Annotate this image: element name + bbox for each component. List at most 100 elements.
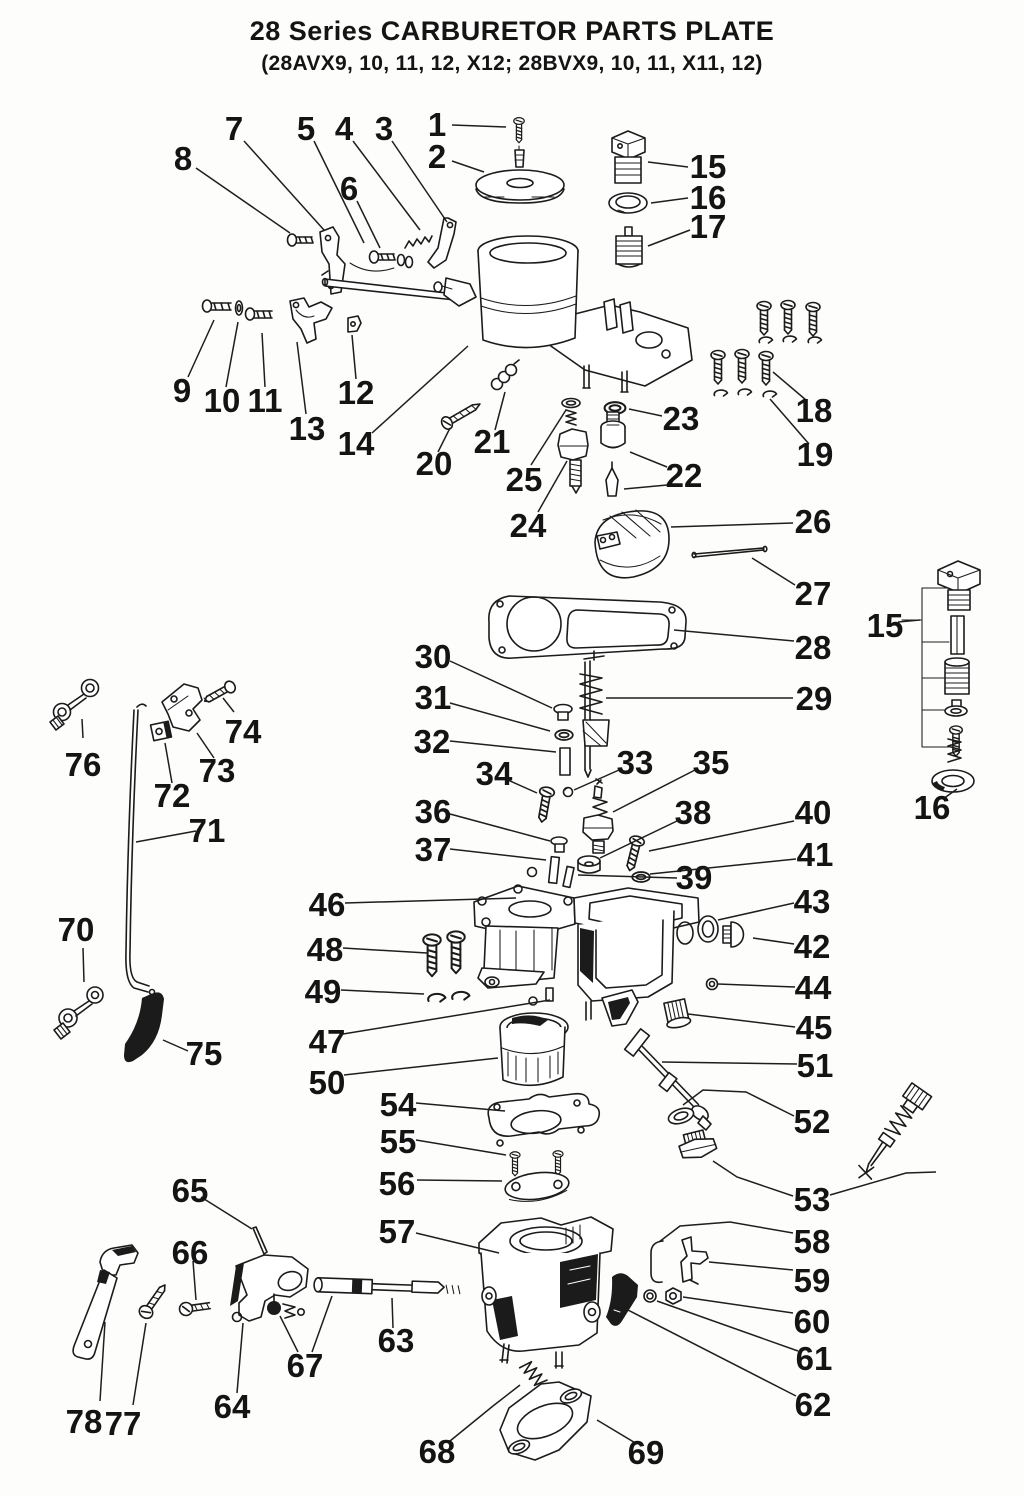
leader-line-53	[829, 1171, 937, 1196]
callout-15: 15	[867, 607, 904, 644]
part-screw-77	[138, 1284, 166, 1320]
callout-31: 31	[415, 679, 452, 716]
leader-line-10	[225, 321, 239, 388]
callout-40: 40	[795, 794, 832, 831]
callout-14: 14	[338, 425, 375, 462]
callout-38: 38	[675, 794, 712, 831]
leader-line-46	[344, 897, 517, 904]
leader-line-16	[650, 197, 689, 204]
callout-77: 77	[105, 1405, 142, 1442]
part-pin-39	[562, 865, 575, 889]
part-pump-plunger	[579, 650, 610, 778]
leader-line-22	[629, 451, 668, 468]
part-ring-44	[705, 977, 719, 991]
part-idle-mixture-needle	[858, 1082, 933, 1180]
part-link-70	[53, 986, 104, 1040]
part-inlet-washer	[697, 915, 719, 943]
callout-66: 66	[172, 1234, 209, 1271]
part-air-horn	[433, 235, 693, 393]
part-float-pin	[691, 545, 768, 559]
part-choke-lever-75	[124, 992, 164, 1063]
callout-16: 16	[690, 179, 727, 216]
callout-41: 41	[797, 836, 834, 873]
callout-46: 46	[309, 886, 346, 923]
callout-5: 5	[297, 110, 315, 147]
callout-8: 8	[174, 140, 192, 177]
leader-line-35	[612, 769, 696, 813]
part-washer-spring-25	[561, 397, 581, 426]
leader-line-76	[81, 718, 84, 739]
callout-59: 59	[794, 1262, 831, 1299]
part-throttle-lever-cluster	[286, 217, 459, 302]
leader-line-63	[391, 1297, 394, 1329]
callout-49: 49	[305, 973, 342, 1010]
part-bowl-cover-gasket	[488, 595, 687, 659]
callout-21: 21	[474, 423, 511, 460]
leader-line-61	[656, 1300, 799, 1352]
leader-line-9	[187, 319, 215, 378]
part-pump-bracket	[230, 1254, 309, 1323]
page-subtitle: (28AVX9, 10, 11, 12, X12; 28BVX9, 10, 11…	[261, 52, 763, 75]
leader-line-5	[313, 140, 365, 244]
callout-52: 52	[794, 1103, 831, 1140]
part-discharge-screw	[533, 785, 556, 825]
leader-line-62	[625, 1308, 797, 1397]
callout-30: 30	[415, 638, 452, 675]
callout-44: 44	[795, 969, 832, 1006]
callout-53: 53	[794, 1181, 831, 1218]
part-throttle-rod	[313, 1277, 461, 1295]
leader-line-49	[340, 989, 425, 995]
leader-line-59	[708, 1261, 794, 1271]
part-packing-nut	[678, 1129, 718, 1159]
callout-2: 2	[428, 138, 446, 175]
part-dust-cover	[475, 145, 565, 204]
leader-line-77	[132, 1322, 147, 1406]
callout-54: 54	[380, 1086, 417, 1123]
callout-17: 17	[690, 208, 727, 245]
callout-36: 36	[415, 793, 452, 830]
callout-57: 57	[379, 1213, 416, 1250]
leader-line-2	[451, 160, 485, 173]
callout-70: 70	[58, 911, 95, 948]
leader-line-24	[537, 460, 568, 513]
leader-line-74	[222, 697, 235, 713]
part-plate-screws	[509, 1150, 564, 1177]
leader-line-70	[82, 947, 85, 983]
leader-line-67	[279, 1315, 299, 1353]
callout-32: 32	[414, 723, 451, 760]
callout-48: 48	[307, 931, 344, 968]
callout-15: 15	[690, 148, 727, 185]
leader-line-43	[717, 902, 795, 921]
leader-line-67	[311, 1295, 333, 1353]
leader-line-53	[712, 1160, 794, 1197]
part-fast-idle-cam	[606, 1273, 638, 1326]
leader-line-36	[449, 813, 551, 842]
part-flange-gasket	[487, 1092, 601, 1147]
callout-7: 7	[225, 110, 243, 147]
leader-line-23	[628, 408, 663, 417]
part-swivel-76	[49, 678, 100, 731]
callout-28: 28	[795, 629, 832, 666]
part-idle-port-screw	[621, 833, 647, 874]
callout-37: 37	[415, 831, 452, 868]
part-screw-set-18	[756, 299, 823, 344]
leader-line-25	[530, 409, 567, 466]
part-choke-rod	[125, 703, 156, 996]
leader-line-33	[573, 769, 620, 791]
leader-line-32	[449, 740, 557, 753]
callout-50: 50	[309, 1064, 346, 1101]
leader-line-13	[296, 341, 307, 415]
leader-line-66	[192, 1260, 197, 1301]
leader-line-71	[135, 830, 197, 843]
callout-45: 45	[796, 1009, 833, 1046]
leader-line-17	[647, 229, 691, 247]
callout-62: 62	[795, 1386, 832, 1423]
part-screw-set-19	[710, 348, 778, 398]
part-swivel-bracket	[680, 1236, 709, 1285]
leader-line-48	[342, 947, 428, 954]
leader-line-20	[437, 427, 451, 453]
part-fuel-valve-plug	[611, 130, 646, 184]
callout-20: 20	[416, 445, 453, 482]
leader-line-69	[596, 1419, 638, 1445]
